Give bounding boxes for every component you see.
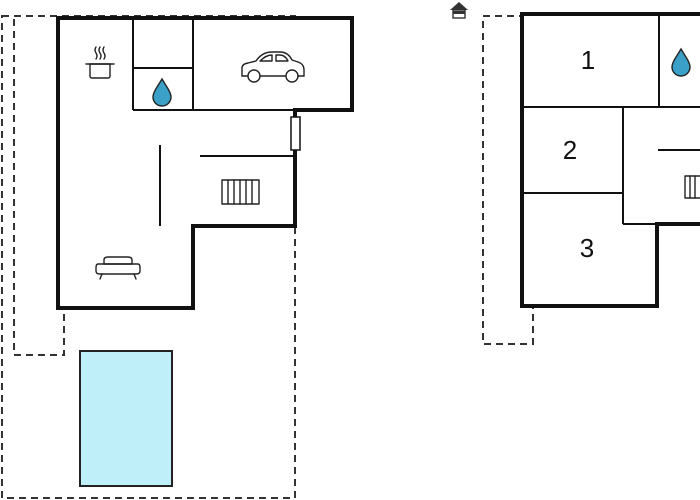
outer-wall [56,16,354,310]
room-number-3: 3 [580,233,594,263]
ground-floor-interior [58,18,352,308]
upper-terrace-strip [482,15,534,345]
upper-floor-interior [522,14,700,306]
cooking-pot-icon [85,46,115,79]
upper-floor-plan: 1 2 3 [450,2,700,345]
radiator-icon [221,179,260,205]
car-icon [241,51,305,83]
door-icon [290,116,301,151]
sofa-icon [95,256,141,280]
room-number-2: 2 [563,135,577,165]
pool [79,350,173,487]
upper-radiator-icon [684,175,700,199]
water-drop-icon [152,77,172,107]
ground-floor-plan [1,15,354,499]
room-number-1: 1 [581,45,595,75]
upper-water-drop-icon [671,47,691,77]
house-icon [450,2,468,19]
